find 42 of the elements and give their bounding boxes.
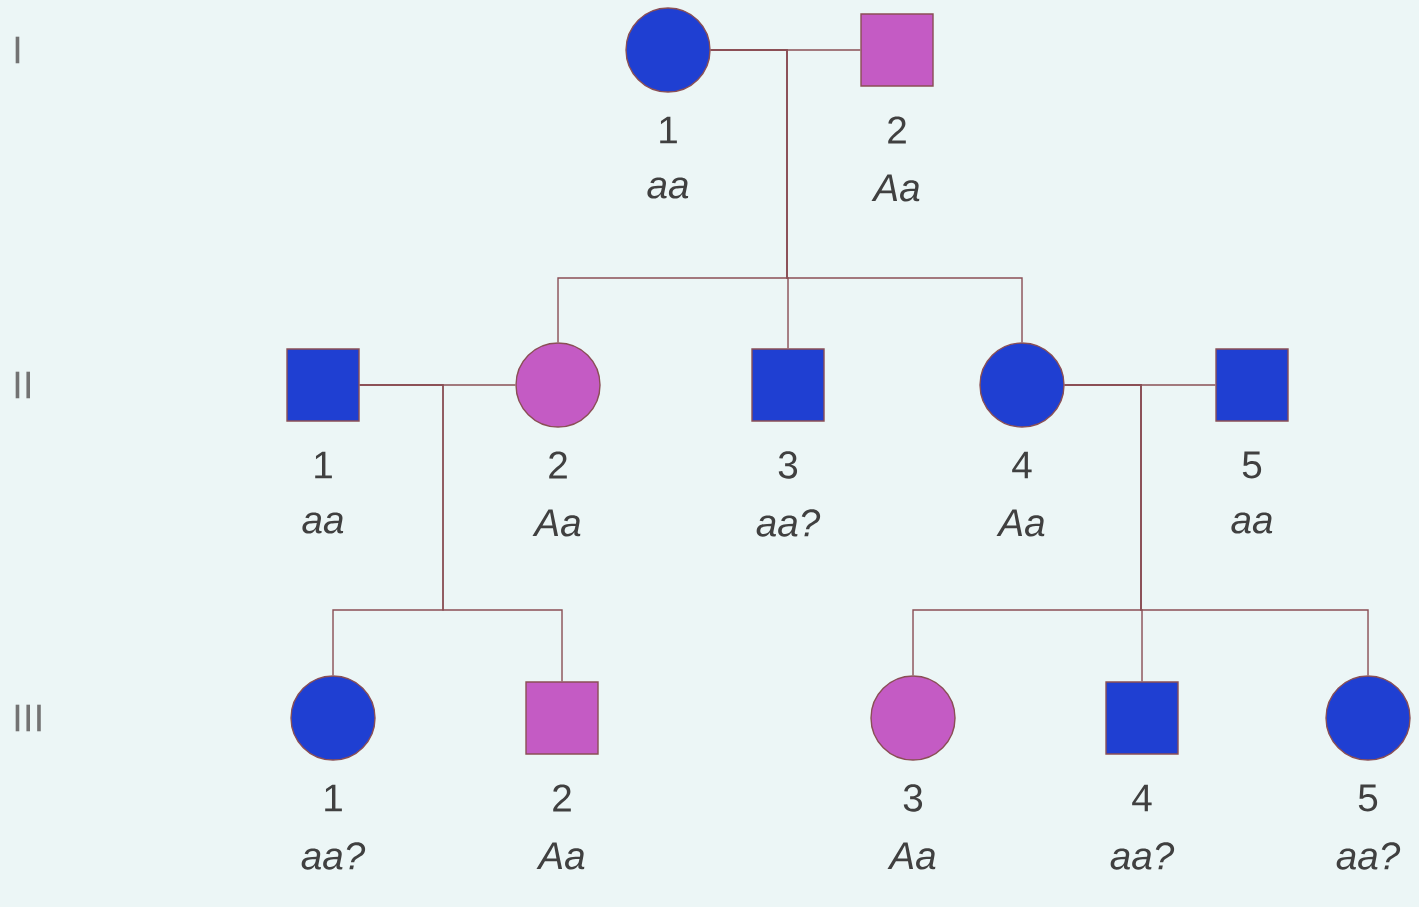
number-label: 1 bbox=[660, 116, 677, 144]
genotype-label: Aa bbox=[532, 509, 581, 537]
circle-symbol bbox=[290, 675, 376, 761]
circle-symbol bbox=[979, 342, 1065, 428]
genotype-label: aa? bbox=[301, 842, 366, 870]
number-label: 4 bbox=[1012, 451, 1032, 479]
genotype-label: aa bbox=[302, 512, 344, 534]
number-label: 1 bbox=[315, 451, 332, 479]
number-label: 2 bbox=[888, 116, 906, 144]
number-label: 3 bbox=[778, 451, 798, 479]
circle-symbol bbox=[870, 675, 956, 761]
generation-label: II bbox=[15, 371, 31, 399]
number-label: 1 bbox=[325, 784, 342, 812]
genotype-label: aa? bbox=[1110, 842, 1175, 870]
genotype-label: aa bbox=[1231, 512, 1273, 534]
generation-label: III bbox=[15, 704, 41, 732]
circle-symbol bbox=[625, 7, 711, 93]
genotype-label: Aa bbox=[887, 842, 936, 870]
square-symbol bbox=[860, 13, 934, 87]
number-label: 2 bbox=[549, 451, 567, 479]
descent-line bbox=[710, 49, 1023, 343]
genotype-label: Aa bbox=[871, 174, 920, 202]
generation-label: I bbox=[15, 36, 20, 64]
descent-line bbox=[1064, 384, 1369, 676]
square-symbol bbox=[1105, 681, 1179, 755]
number-label: 5 bbox=[1358, 784, 1378, 812]
square-symbol bbox=[525, 681, 599, 755]
genotype-label: Aa bbox=[536, 842, 585, 870]
number-label: 5 bbox=[1242, 451, 1262, 479]
circle-symbol bbox=[515, 342, 601, 428]
descent-line bbox=[359, 384, 563, 682]
genotype-label: aa? bbox=[1336, 842, 1401, 870]
number-label: 2 bbox=[553, 784, 571, 812]
genotype-label: aa bbox=[647, 177, 689, 199]
square-symbol bbox=[1215, 348, 1289, 422]
genotype-label: aa? bbox=[756, 509, 821, 537]
square-symbol bbox=[751, 348, 825, 422]
genotype-label: Aa bbox=[996, 509, 1045, 537]
number-label: 3 bbox=[903, 784, 923, 812]
number-label: 4 bbox=[1132, 784, 1152, 812]
square-symbol bbox=[286, 348, 360, 422]
circle-symbol bbox=[1325, 675, 1411, 761]
